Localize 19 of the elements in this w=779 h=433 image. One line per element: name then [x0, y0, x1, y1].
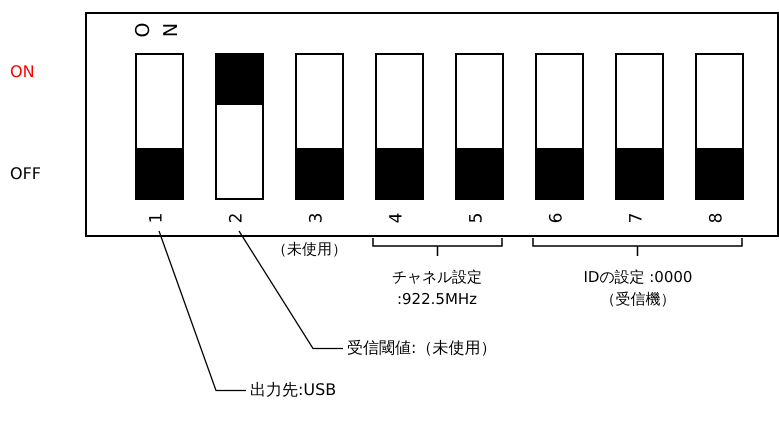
state-label: ON: [10, 62, 35, 81]
switch-number: 7: [626, 212, 646, 224]
leader-line: [158, 230, 246, 392]
dip-switch-panel: [85, 12, 779, 237]
switch-number: 6: [546, 212, 566, 224]
on-marking: ON: [132, 19, 188, 41]
leader-line: [238, 230, 343, 350]
state-label: OFF: [10, 164, 41, 183]
switch-number: 1: [146, 212, 166, 224]
leader-label: 出力先:USB: [250, 380, 336, 401]
switch-number: 2: [226, 212, 246, 224]
note-text: （未使用）: [272, 240, 347, 259]
switch-number: 4: [386, 212, 406, 224]
setting-text: IDの設定 :0000（受信機）: [582, 267, 694, 310]
switch-number: 3: [306, 212, 326, 224]
switch-number: 5: [466, 212, 486, 224]
setting-text: チャネル設定 :922.5MHz: [391, 267, 483, 310]
switch-number: 8: [706, 212, 726, 224]
leader-label: 受信閾値:（未使用）: [347, 338, 496, 359]
